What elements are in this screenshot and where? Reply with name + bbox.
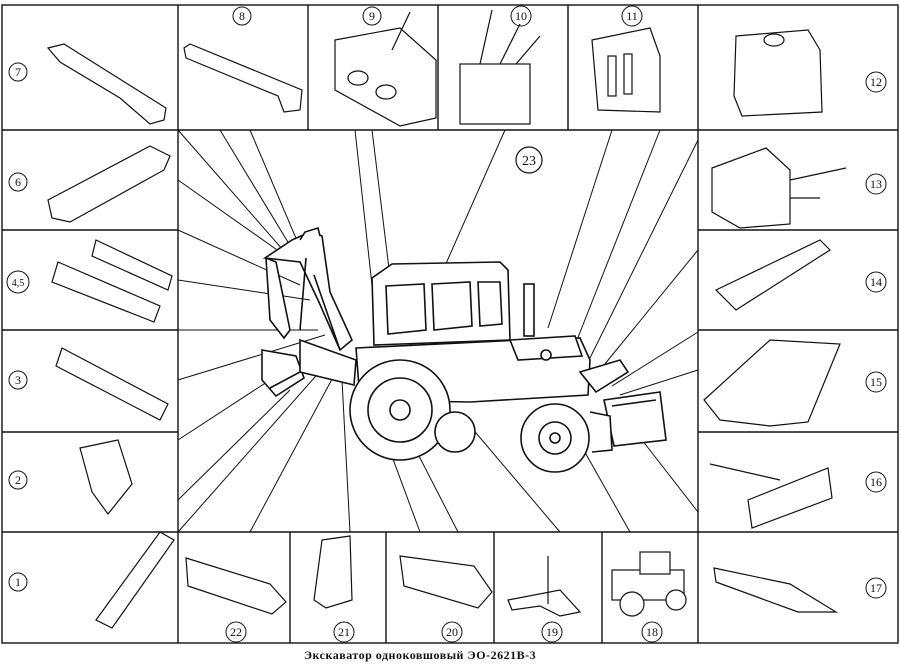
callout-8: 8 (232, 6, 252, 26)
callout-7: 7 (8, 62, 28, 82)
callout-16: 16 (865, 471, 887, 493)
outriggers-sketch (713, 567, 839, 613)
callout-10: 10 (510, 5, 532, 27)
callout-12: 12 (865, 71, 887, 93)
callout-21: 21 (333, 621, 355, 643)
hydraulic-lines-sketch (711, 147, 791, 229)
callout-label: 16 (870, 475, 882, 489)
callout-label: 2 (15, 473, 21, 487)
loader-frame-sketch (703, 339, 841, 427)
cylinder-6-sketch (47, 145, 171, 223)
boom-sketch (46, 43, 167, 125)
callout-label: 13 (870, 177, 882, 191)
callout-labels: 1 2 3 4,5 6 7 8 9 10 11 12 13 14 15 16 1… (6, 5, 887, 643)
callout-label: 6 (15, 175, 21, 189)
callout-label: 3 (15, 373, 21, 387)
callout-label: 10 (515, 9, 527, 23)
arm-1-sketch (95, 531, 175, 629)
cylinder-4-sketch (51, 261, 161, 323)
callout-label: 20 (446, 625, 458, 639)
cylinder-20-sketch (399, 555, 493, 609)
stick-sketch (183, 43, 303, 113)
tank-sketch (733, 29, 823, 117)
link-sketch (313, 535, 353, 609)
valve-block-sketch (459, 63, 531, 125)
callout-label: 15 (870, 375, 882, 389)
callout-14: 14 (865, 271, 887, 293)
callout-label: 22 (230, 625, 242, 639)
callout-6: 6 (8, 172, 28, 192)
callout-20: 20 (441, 621, 463, 643)
panel-grid (1, 4, 899, 644)
callout-label: 21 (338, 625, 350, 639)
callout-19: 19 (541, 621, 563, 643)
callout-label: 18 (646, 625, 658, 639)
callout-23: 23 (515, 146, 543, 174)
blade-sketch (747, 467, 833, 529)
component-sketches (46, 9, 847, 629)
callout-label: 12 (870, 75, 882, 89)
callout-13: 13 (865, 173, 887, 195)
callout-label: 11 (626, 9, 638, 23)
figure-caption: Экскаватор одноковшовый ЭО-2621В-3 (304, 648, 536, 662)
bracket-sketch (507, 589, 582, 617)
callout-label: 17 (870, 581, 882, 595)
callout-label: 1 (15, 575, 21, 589)
bucket-sketch (79, 439, 133, 515)
cylinder-22-sketch (185, 557, 287, 615)
callout-4-5: 4,5 (6, 270, 30, 294)
callout-label: 23 (522, 154, 536, 169)
callout-label: 9 (369, 9, 375, 23)
cylinder-14-sketch (714, 239, 831, 311)
callout-label: 7 (15, 65, 21, 79)
excavator-machine (261, 226, 667, 473)
callout-label: 14 (870, 275, 882, 289)
callout-15: 15 (865, 371, 887, 393)
cylinder-3-sketch (55, 347, 169, 421)
callout-label: 4,5 (12, 278, 25, 289)
callout-2: 2 (8, 470, 28, 490)
callout-18: 18 (641, 621, 663, 643)
callout-11: 11 (621, 5, 643, 27)
control-panel-sketch (334, 27, 437, 127)
callout-1: 1 (8, 572, 28, 592)
callout-22: 22 (225, 621, 247, 643)
callout-label: 8 (239, 9, 245, 23)
callout-17: 17 (865, 577, 887, 599)
cylinder-5-sketch (91, 239, 173, 291)
callout-label: 19 (546, 625, 558, 639)
callout-9: 9 (362, 6, 382, 26)
callout-3: 3 (8, 370, 28, 390)
